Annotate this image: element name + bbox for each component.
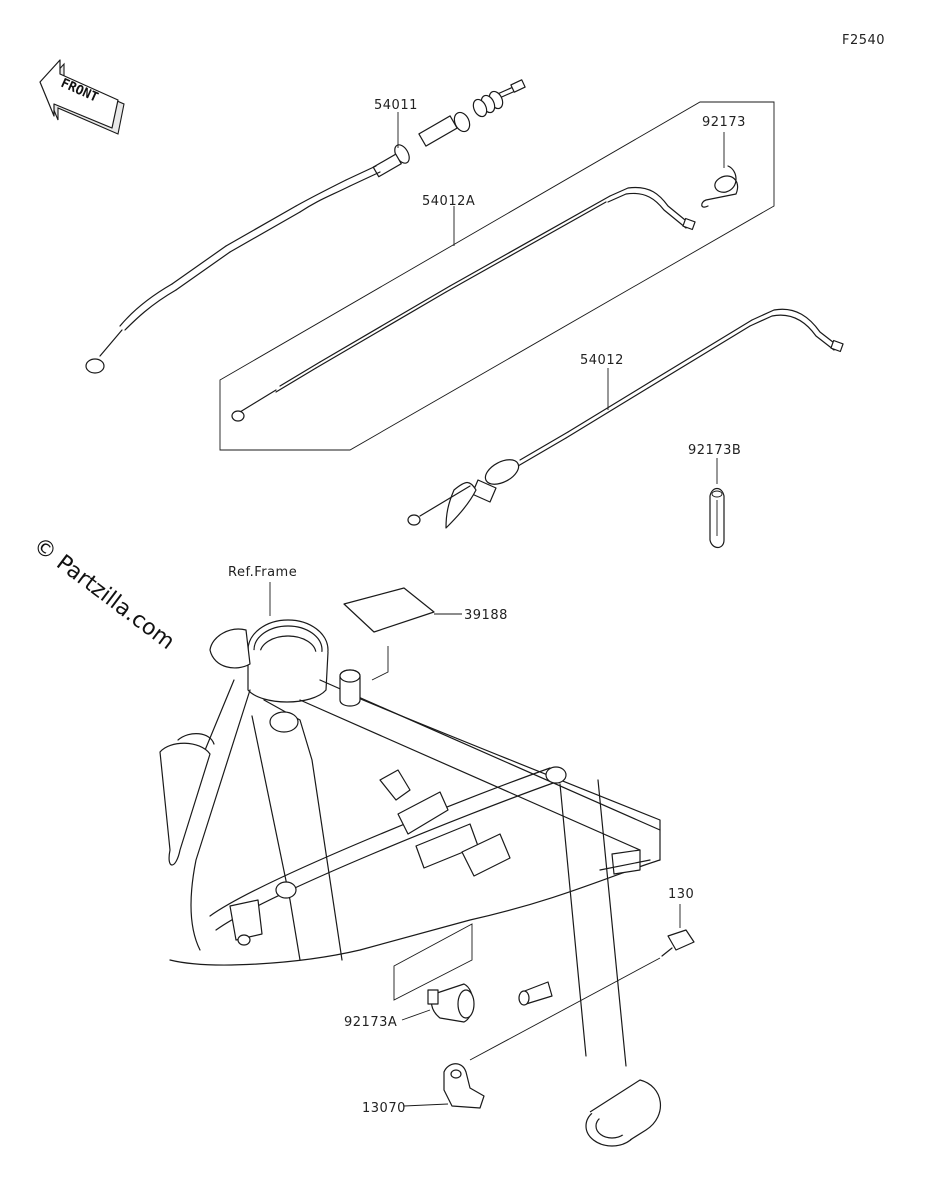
label-ref-frame: Ref.Frame (228, 565, 297, 580)
label-92173: 92173 (702, 115, 746, 130)
label-130: 130 (668, 887, 694, 902)
label-54012: 54012 (580, 353, 624, 368)
clamp-outline (393, 923, 473, 1001)
clamp-92173A[interactable] (427, 983, 475, 1023)
pad-39188[interactable] (339, 587, 435, 707)
diagram-code: F2540 (842, 33, 885, 48)
cable-54012[interactable] (407, 308, 844, 529)
bolt-130[interactable] (469, 929, 695, 1061)
leader-92173A (401, 1009, 431, 1021)
watermark: © Partzilla.com (28, 533, 179, 655)
cable-54012A[interactable] (231, 186, 696, 422)
leader-39188-b (371, 646, 389, 681)
label-54012A: 54012A (422, 194, 475, 209)
front-arrow-icon: FRONT (39, 59, 125, 135)
label-39188: 39188 (464, 608, 508, 623)
clip-92173[interactable] (701, 165, 739, 208)
frame-assembly (159, 619, 661, 1147)
label-92173A: 92173A (344, 1015, 397, 1030)
label-92173B: 92173B (688, 443, 741, 458)
cable-54011[interactable] (85, 79, 526, 374)
label-54011: 54011 (374, 98, 418, 113)
tie-92173B[interactable] (709, 487, 725, 549)
label-13070: 13070 (362, 1101, 406, 1116)
kit-outline (219, 101, 775, 451)
leader-13070 (403, 1103, 449, 1107)
bracket-13070[interactable] (443, 1063, 485, 1109)
